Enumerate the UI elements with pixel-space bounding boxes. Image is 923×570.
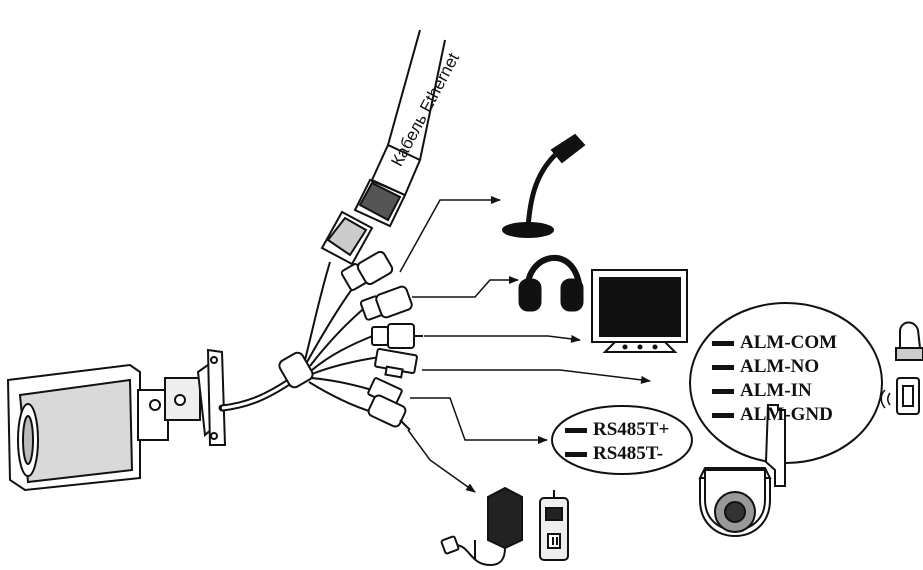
power-outlet-icon: [539, 490, 569, 561]
rs485-line-1: RS485T+: [565, 419, 669, 441]
power-connector-icon: [367, 394, 411, 431]
rs485-line-label: RS485T+: [593, 419, 670, 440]
alarm-line-1: ALM-COM: [712, 332, 837, 354]
alarm-line-label: ALM-NO: [740, 356, 820, 377]
alarm-line-3: ALM-IN: [712, 380, 812, 402]
alarm-line-label: ALM-GND: [740, 404, 833, 425]
alarm-line-bar: [712, 412, 734, 418]
alarm-line-label: ALM-IN: [740, 380, 812, 401]
alarm-line-4: ALM-GND: [712, 404, 833, 426]
ethernet-connector-icon: [320, 29, 446, 266]
rs485-line-bar: [565, 451, 587, 457]
alarm-terminal-connector-icon: [374, 347, 418, 379]
audio-in-connector-icon: [340, 250, 394, 291]
audio-out-connector-icon: [359, 285, 413, 321]
alarm-line-2: ALM-NO: [712, 356, 819, 378]
alarm-line-bar: [712, 364, 734, 370]
alarm-siren-icon: [895, 321, 923, 361]
ptz-dome-camera-icon: [698, 404, 786, 537]
headphones-icon: [518, 255, 584, 312]
rs485-line-2: RS485T-: [565, 443, 663, 465]
alarm-line-bar: [712, 340, 734, 346]
alarm-line-bar: [712, 388, 734, 394]
video-bnc-connector-icon: [371, 323, 423, 349]
alarm-sensor-icon: [880, 377, 920, 415]
cable-hub: [278, 351, 314, 389]
power-adapter-icon: [440, 486, 523, 567]
camera-icon: [6, 348, 227, 492]
monitor-icon: [591, 269, 688, 353]
rs485-line-bar: [565, 427, 587, 433]
microphone-icon: [502, 133, 586, 238]
alarm-line-label: ALM-COM: [740, 332, 838, 353]
rs485-line-label: RS485T-: [593, 443, 664, 464]
rs485-group-ellipse: [551, 405, 693, 475]
